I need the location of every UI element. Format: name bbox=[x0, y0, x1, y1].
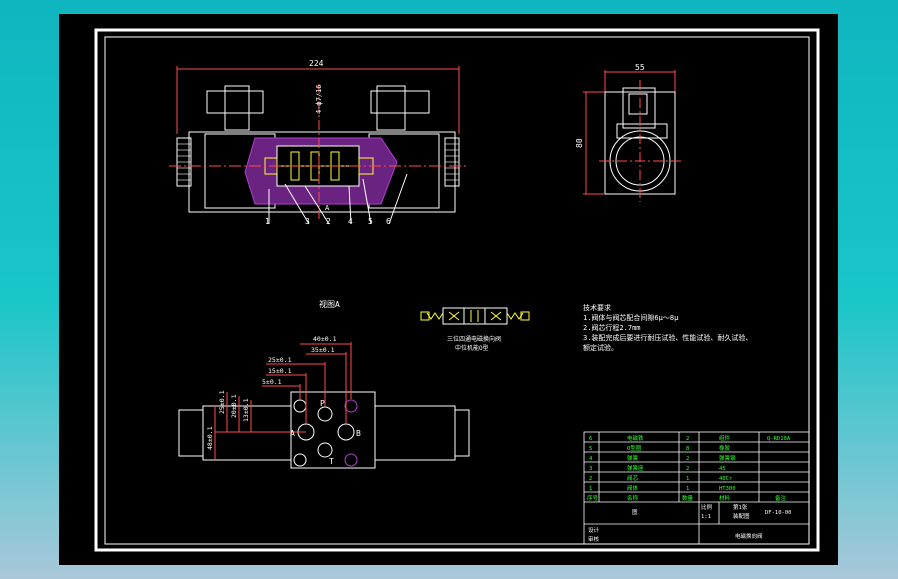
port-a-label: A bbox=[290, 429, 295, 438]
row-qty: 8 bbox=[686, 446, 689, 452]
front-view bbox=[169, 66, 469, 225]
scale-value: 1:1 bbox=[701, 514, 711, 520]
check-label: 审核 bbox=[588, 535, 600, 543]
header-name: 名称 bbox=[627, 494, 639, 502]
drawing-sheet: 224 4-ф7/16 A 1 3 2 4 5 6 55 80 视图A bbox=[59, 14, 838, 565]
dim-viewa-7: 20±0.1 bbox=[230, 394, 238, 418]
parts-row: 6 电磁铁 2 组件 Q-RD10A bbox=[589, 434, 791, 442]
row-no: 6 bbox=[589, 436, 592, 442]
dim-viewa-5: 5±0.1 bbox=[262, 378, 282, 386]
row-no: 2 bbox=[589, 476, 592, 482]
row-qty: 2 bbox=[686, 466, 689, 472]
row-qty: 2 bbox=[686, 456, 689, 462]
parts-row: 1 阀体 1 HT300 bbox=[589, 484, 736, 492]
drawing-title: 电磁换向阀 bbox=[735, 532, 763, 540]
row-no: 5 bbox=[589, 446, 592, 452]
dim-viewa-1: 40±0.1 bbox=[313, 335, 337, 343]
drawing-name: 装配图 bbox=[733, 512, 750, 520]
dim-center-label: 4-ф7/16 bbox=[315, 84, 323, 114]
dim-viewa-3: 25±0.1 bbox=[268, 356, 292, 364]
notes-line-4: 额定试验。 bbox=[583, 343, 618, 352]
design-label: 设计 bbox=[588, 526, 600, 534]
valve-symbol bbox=[420, 307, 530, 325]
row-name: 弹簧座 bbox=[627, 464, 644, 472]
parts-row: 5 O型圈 8 橡胶 bbox=[589, 444, 731, 452]
balloon-6: 6 bbox=[386, 217, 391, 226]
port-p-label: P bbox=[320, 399, 325, 408]
parts-table: 6 电磁铁 2 组件 Q-RD10A 5 O型圈 8 橡胶 4 弹簧 2 弹簧钢… bbox=[587, 434, 791, 502]
dim-width-label: 55 bbox=[635, 63, 645, 72]
row-no: 1 bbox=[589, 486, 592, 492]
notes-line-1: 1.阀体与阀芯配合间隙6μ～8μ bbox=[583, 313, 679, 322]
row-mat: 组件 bbox=[719, 434, 731, 442]
symbol-caption-2: 中位机能O型 bbox=[455, 344, 489, 352]
symbol-caption-1: 三位四通电磁换向阀 bbox=[447, 335, 501, 343]
port-b-label: B bbox=[356, 429, 361, 438]
port-t-label: T bbox=[329, 457, 334, 466]
notes-line-2: 2.阀芯行程2.7mm bbox=[583, 323, 641, 332]
title-block bbox=[583, 431, 810, 545]
header-no: 序号 bbox=[587, 494, 599, 502]
row-name: 阀体 bbox=[627, 484, 639, 492]
row-mat: 弹簧钢 bbox=[719, 454, 736, 462]
section-letter: A bbox=[325, 204, 330, 212]
sheet-label: 第1张 bbox=[733, 503, 748, 511]
scale-label: 比例 bbox=[701, 503, 713, 511]
row-no: 3 bbox=[589, 466, 592, 472]
dim-viewa-4: 15±0.1 bbox=[268, 367, 292, 375]
view-a bbox=[178, 342, 470, 469]
dim-viewa-9: 48±0.1 bbox=[206, 426, 214, 450]
row-note: Q-RD10A bbox=[767, 436, 791, 442]
row-qty: 2 bbox=[686, 436, 689, 442]
dim-viewa-6: 25±0.1 bbox=[218, 390, 226, 414]
view-a-title: 视图A bbox=[319, 299, 340, 309]
row-name: O型圈 bbox=[627, 444, 642, 452]
cad-drawing: 224 4-ф7/16 A 1 3 2 4 5 6 55 80 视图A bbox=[94, 28, 820, 552]
row-qty: 1 bbox=[686, 486, 689, 492]
balloon-3: 3 bbox=[305, 217, 310, 226]
drawing-code: DF-10-00 bbox=[765, 510, 792, 516]
side-view bbox=[583, 70, 684, 202]
header-qty: 数量 bbox=[682, 494, 694, 502]
balloon-5: 5 bbox=[368, 217, 373, 226]
title-big-label: 图 bbox=[632, 508, 638, 516]
balloon-2: 2 bbox=[326, 217, 331, 226]
parts-header: 序号 名称 数量 材料 备注 bbox=[587, 494, 787, 502]
row-qty: 1 bbox=[686, 476, 689, 482]
header-note: 备注 bbox=[775, 494, 787, 502]
row-mat: 40Cr bbox=[719, 476, 733, 482]
notes-title: 技术要求 bbox=[583, 303, 611, 312]
row-mat: 橡胶 bbox=[719, 444, 731, 452]
balloon-4: 4 bbox=[348, 217, 353, 226]
row-name: 阀芯 bbox=[627, 474, 639, 482]
parts-row: 2 阀芯 1 40Cr bbox=[589, 474, 733, 482]
inner-frame bbox=[104, 36, 810, 545]
dim-height-label: 80 bbox=[575, 138, 584, 148]
balloon-1: 1 bbox=[265, 217, 270, 226]
parts-row: 3 弹簧座 2 45 bbox=[589, 464, 726, 472]
parts-row: 4 弹簧 2 弹簧钢 bbox=[589, 454, 736, 462]
dim-viewa-2: 35±0.1 bbox=[311, 346, 335, 354]
row-name: 电磁铁 bbox=[627, 434, 644, 442]
notes-line-3: 3.装配完成后要进行耐压试验、性能试验、耐久试验、 bbox=[583, 333, 752, 342]
header-mat: 材料 bbox=[719, 494, 731, 502]
row-mat: 45 bbox=[719, 466, 726, 472]
outer-frame bbox=[94, 28, 820, 552]
dim-total-label: 224 bbox=[309, 59, 324, 68]
row-no: 4 bbox=[589, 456, 593, 462]
row-mat: HT300 bbox=[719, 486, 736, 492]
dim-viewa-8: 13±0.1 bbox=[242, 398, 250, 422]
row-name: 弹簧 bbox=[627, 454, 639, 462]
